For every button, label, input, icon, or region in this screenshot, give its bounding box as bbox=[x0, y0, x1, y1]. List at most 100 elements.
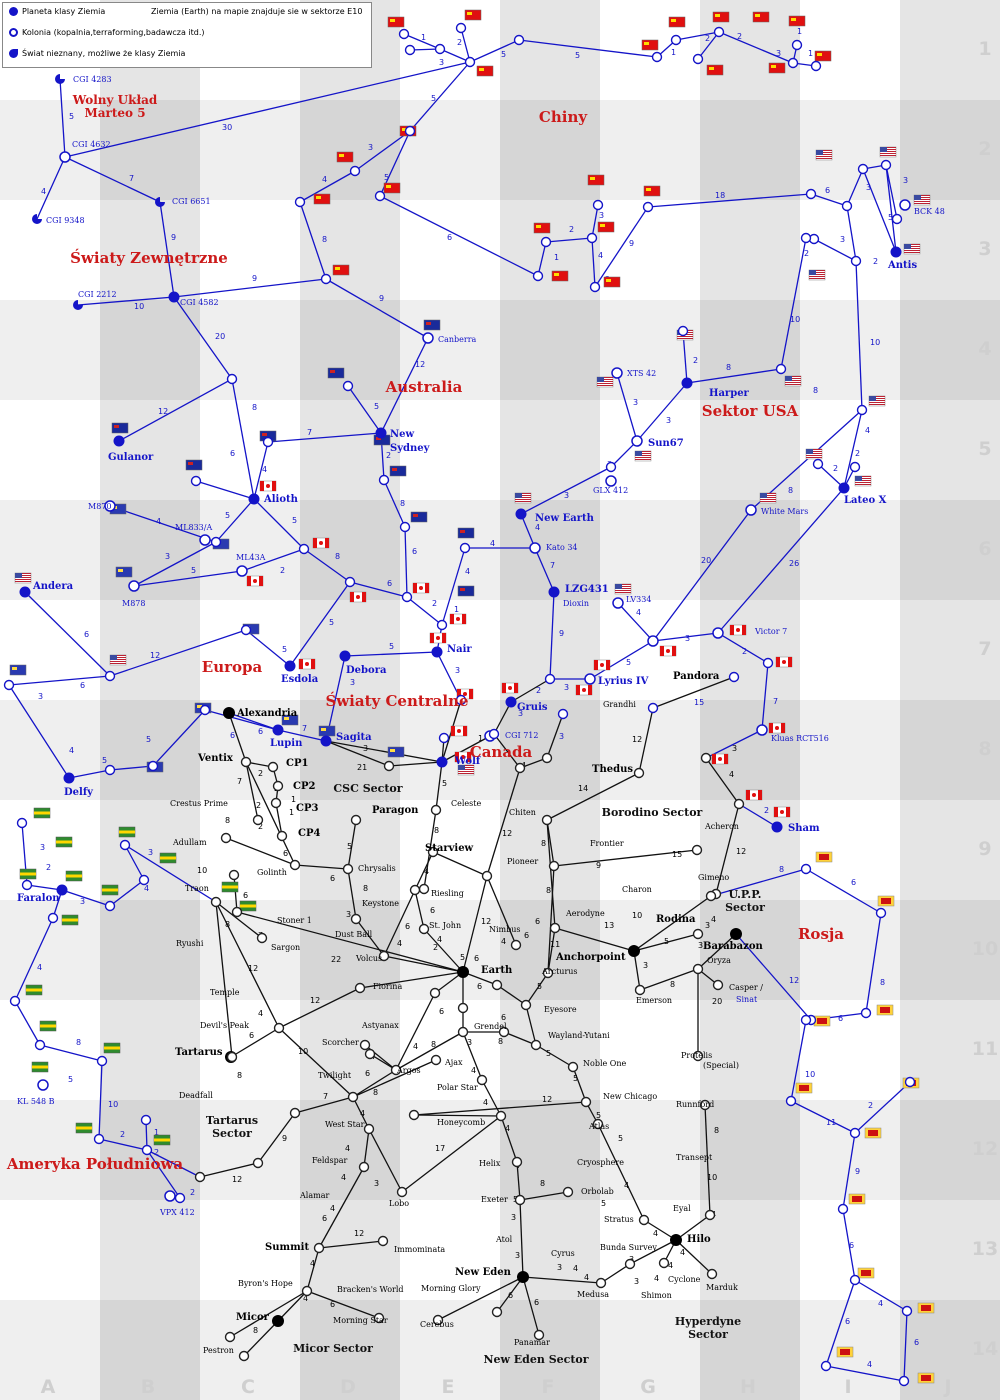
distance-value: 4 bbox=[322, 175, 327, 184]
world-label: Micor bbox=[236, 1312, 270, 1323]
distance-value: 1 bbox=[154, 1128, 159, 1137]
route-line bbox=[594, 206, 649, 288]
row-label: 5 bbox=[978, 438, 991, 460]
column-label: E bbox=[442, 1376, 455, 1398]
distance-value: 1 bbox=[289, 808, 294, 817]
waypoint-node bbox=[138, 874, 150, 886]
world-label: Antis bbox=[887, 260, 917, 271]
legend-unknown-label: Świat nieznany, możliwe że klasy Ziemia bbox=[22, 49, 186, 58]
world-label: Lyrius IV bbox=[598, 676, 649, 687]
distance-value: 3 bbox=[564, 683, 569, 692]
sector-label: Sector bbox=[725, 901, 765, 914]
region-label: Światy Zewnętrzne bbox=[70, 249, 228, 267]
region-label: Canada bbox=[470, 743, 533, 761]
waypoint-node bbox=[476, 1074, 488, 1086]
world-label: Cyclone bbox=[668, 1275, 701, 1284]
distance-value: 5 bbox=[501, 50, 506, 59]
distance-value: 3 bbox=[559, 732, 564, 741]
distance-value: 6 bbox=[535, 917, 540, 926]
route-line bbox=[368, 1128, 403, 1193]
distance-value: 8 bbox=[546, 886, 551, 895]
waypoint-node bbox=[658, 1257, 670, 1269]
waypoint-node bbox=[404, 125, 416, 137]
waypoint-node bbox=[850, 255, 862, 267]
route-line bbox=[633, 895, 712, 952]
distance-value: 15 bbox=[672, 850, 682, 859]
world-label: Morning Glory bbox=[421, 1284, 481, 1293]
distance-value: 2 bbox=[280, 566, 285, 575]
waypoint-node bbox=[464, 56, 476, 68]
waypoint-node bbox=[541, 752, 553, 764]
route-line bbox=[597, 1123, 645, 1221]
waypoint-node bbox=[542, 967, 554, 979]
world-label: St. John bbox=[429, 921, 461, 930]
route-line bbox=[469, 39, 520, 63]
route-line bbox=[435, 761, 443, 811]
waypoint-node bbox=[586, 232, 598, 244]
route-line bbox=[710, 868, 807, 897]
waypoint-node bbox=[276, 830, 288, 842]
route-line bbox=[195, 480, 255, 500]
waypoint-node bbox=[557, 708, 569, 720]
distance-value: 4 bbox=[636, 608, 641, 617]
world-label: VPX 412 bbox=[159, 1208, 195, 1217]
column-band bbox=[900, 0, 1000, 1400]
route-line bbox=[493, 733, 521, 769]
distance-value: 6 bbox=[845, 1317, 850, 1326]
route-line bbox=[413, 1101, 587, 1116]
route-line bbox=[432, 851, 488, 877]
column-band bbox=[100, 0, 200, 1400]
route-line bbox=[233, 874, 238, 913]
distance-value: 8 bbox=[400, 499, 405, 508]
cn-flag-icon bbox=[668, 16, 686, 28]
route-line bbox=[325, 740, 390, 767]
distance-value: 2 bbox=[742, 647, 747, 656]
distance-value: 1 bbox=[797, 27, 802, 36]
distance-value: 5 bbox=[618, 1134, 623, 1143]
distance-value: 8 bbox=[237, 1071, 242, 1080]
distance-value: 4 bbox=[668, 1261, 673, 1270]
waypoint-node bbox=[427, 846, 439, 858]
ca-flag-icon bbox=[768, 722, 786, 734]
route-line bbox=[352, 1069, 397, 1098]
waypoint-node bbox=[849, 1274, 861, 1286]
row-label: 1 bbox=[978, 38, 991, 60]
world-label: Cerebus bbox=[420, 1320, 454, 1329]
waypoint-node bbox=[119, 839, 131, 851]
route-line bbox=[885, 164, 898, 220]
distance-value: 8 bbox=[76, 1038, 81, 1047]
sector-label: New Eden Sector bbox=[483, 1353, 588, 1366]
route-line bbox=[652, 676, 735, 709]
wolf-node bbox=[436, 756, 448, 768]
sa-flag-icon bbox=[39, 1020, 57, 1032]
distance-value: 8 bbox=[714, 1126, 719, 1135]
sector-label: CSC Sector bbox=[333, 782, 402, 795]
region-label: Chiny bbox=[539, 108, 588, 126]
ca-flag-icon bbox=[312, 537, 330, 549]
au-flag-icon bbox=[185, 459, 203, 471]
sa-flag-icon bbox=[239, 900, 257, 912]
route-line bbox=[133, 541, 217, 587]
waypoint-node bbox=[700, 752, 712, 764]
distance-value: 9 bbox=[596, 861, 601, 870]
distance-value: 9 bbox=[629, 239, 634, 248]
route-line bbox=[152, 709, 206, 767]
route-line bbox=[303, 548, 351, 583]
waypoint-node bbox=[691, 844, 703, 856]
distance-value: 3 bbox=[903, 176, 908, 185]
world-label: CGI 2212 bbox=[78, 290, 117, 299]
distance-value: 3 bbox=[564, 491, 569, 500]
world-label: Panamar bbox=[514, 1338, 550, 1347]
distance-value: 2 bbox=[536, 686, 541, 695]
distance-value: 3 bbox=[518, 709, 523, 718]
distance-value: 5 bbox=[573, 1074, 578, 1083]
route-line bbox=[591, 204, 599, 239]
distance-value: 6 bbox=[387, 579, 392, 588]
distance-value: 4 bbox=[505, 1124, 510, 1133]
waypoint-node bbox=[401, 591, 413, 603]
column-label: I bbox=[844, 1376, 851, 1398]
waypoint-node bbox=[875, 907, 887, 919]
world-label: Lateo X bbox=[844, 495, 887, 506]
distance-value: 6 bbox=[439, 1007, 444, 1016]
cn-flag-icon bbox=[641, 39, 659, 51]
